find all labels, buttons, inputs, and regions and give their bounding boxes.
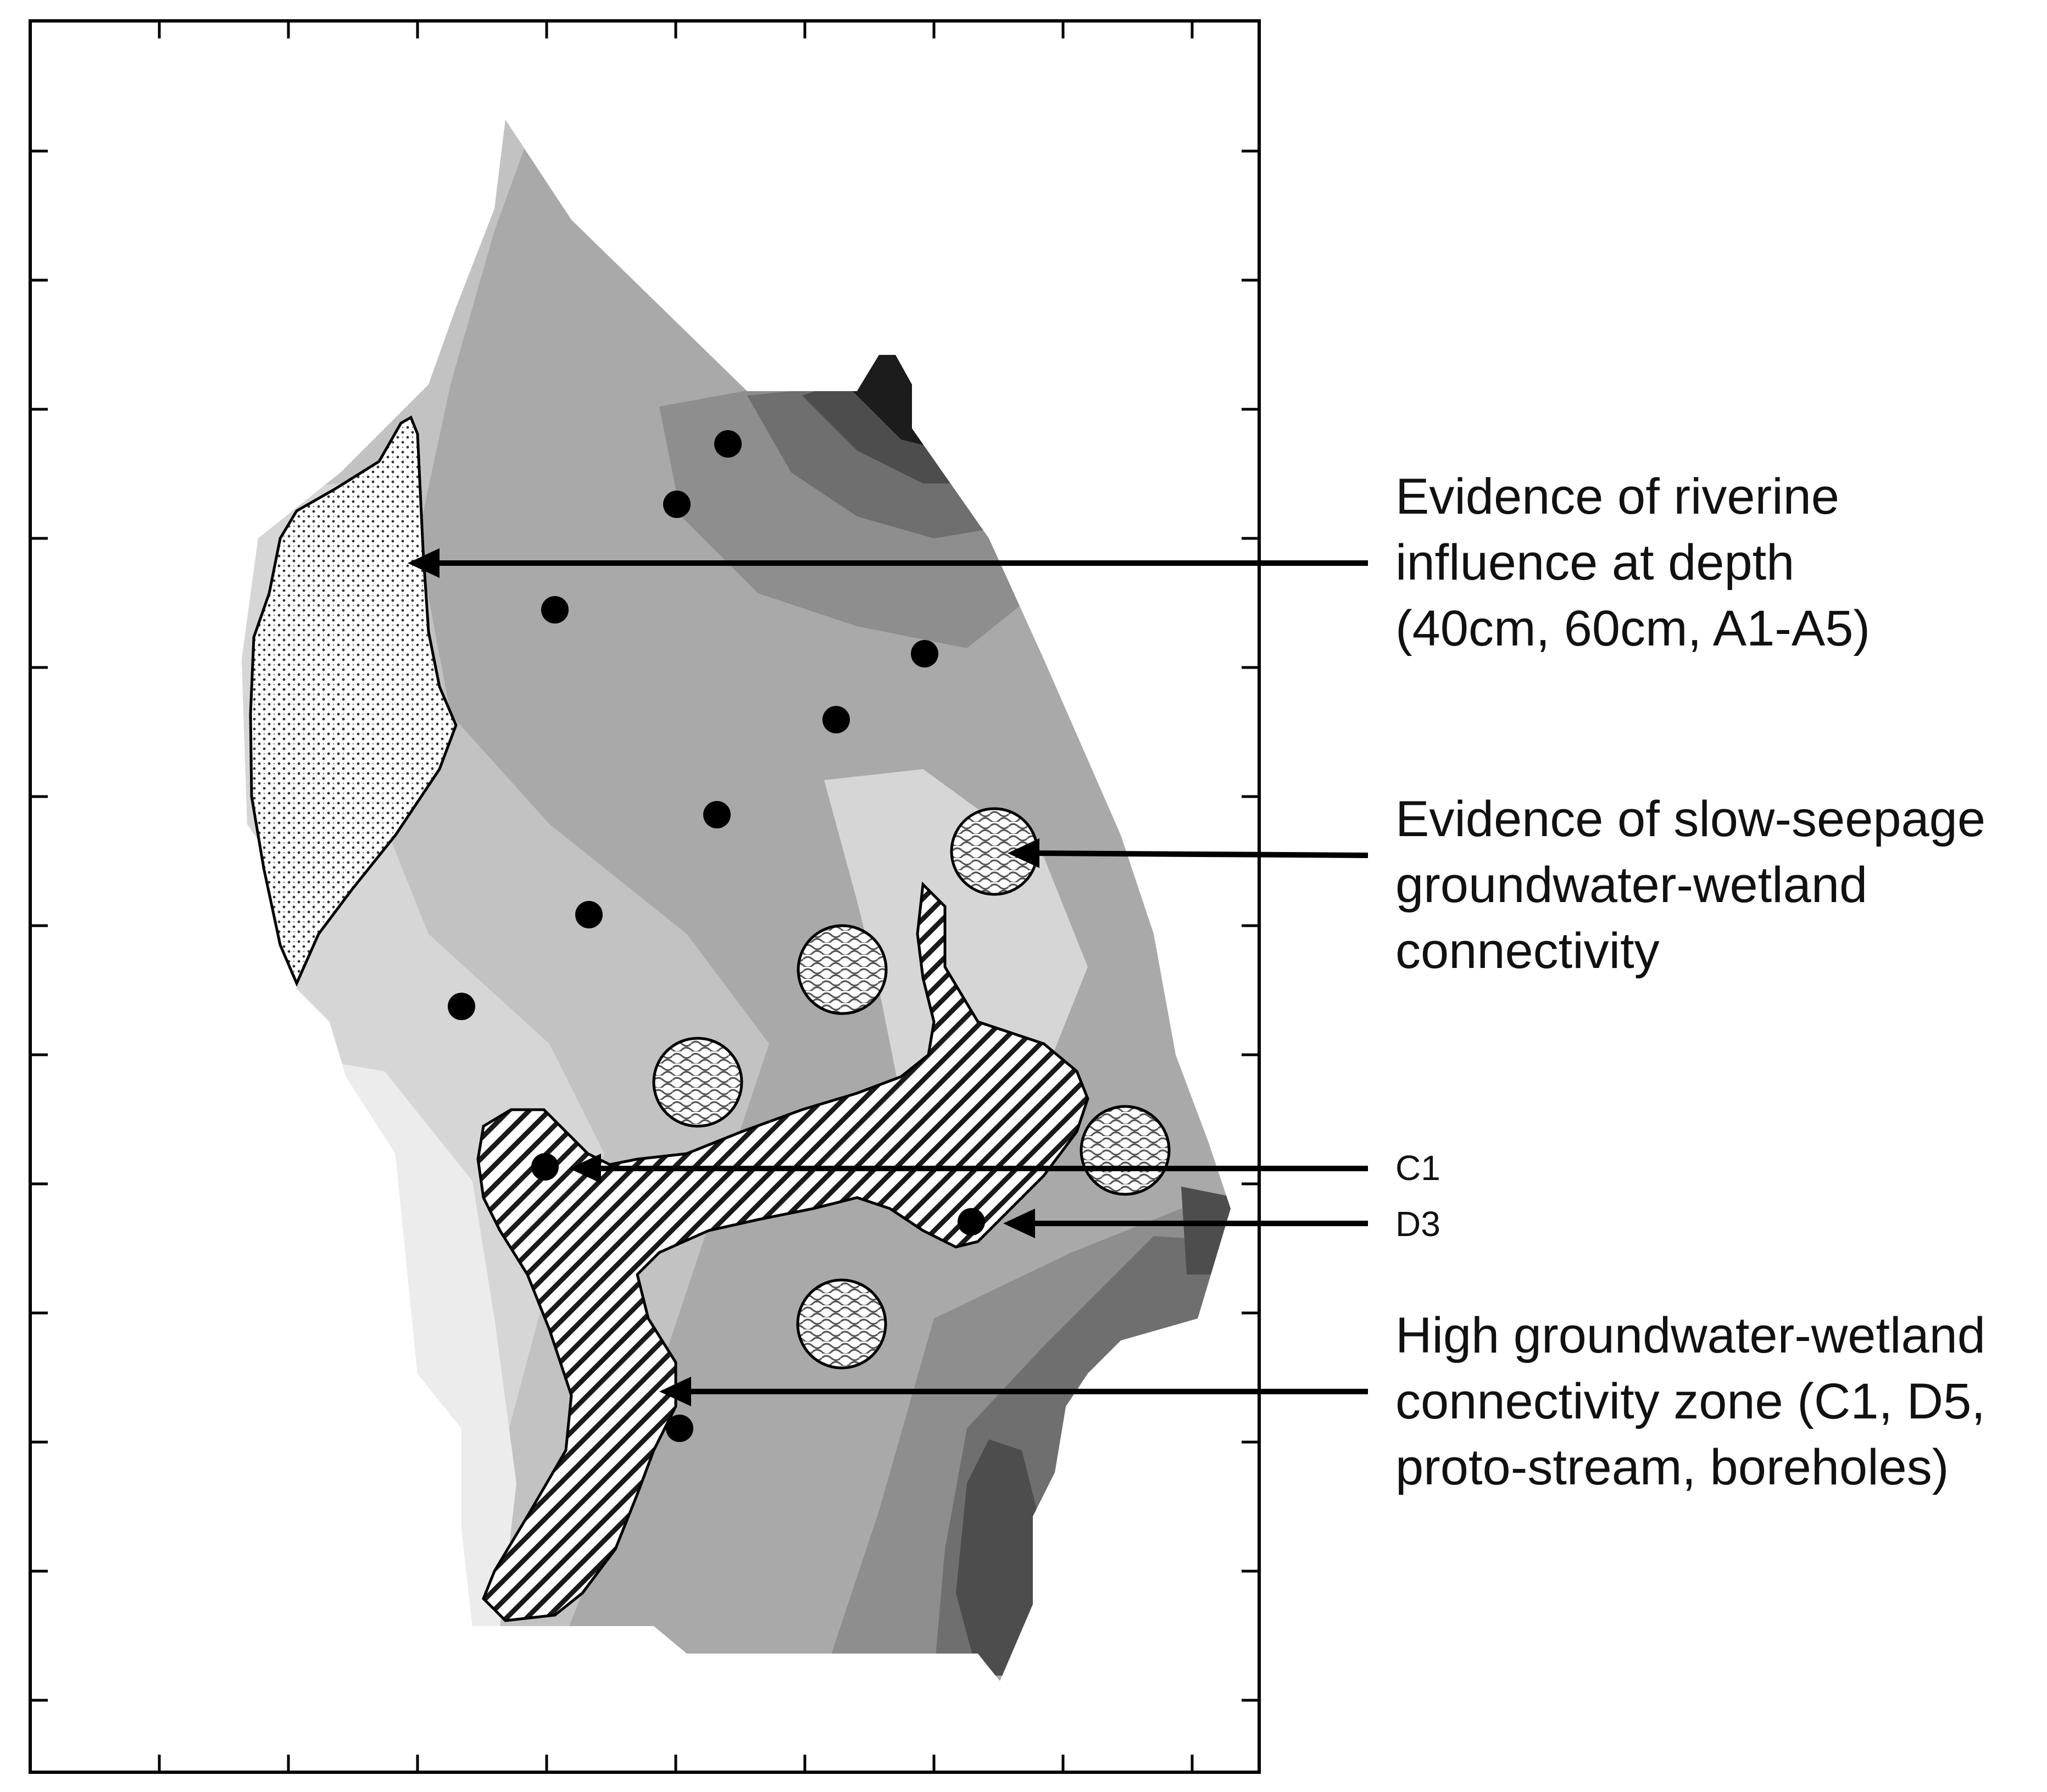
contour-band-darker-east: [1181, 1187, 1231, 1275]
sampling-point-icon: [666, 1415, 693, 1442]
seepage-label-line1: Evidence of slow-seepage: [1395, 791, 1985, 847]
arrowhead-riverine-icon: [408, 548, 440, 578]
c1-label: C1: [1395, 1148, 1440, 1188]
seepage-circle-icon: [1080, 1105, 1171, 1196]
seepage-circle-icon: [797, 924, 888, 1015]
sampling-point-d3-icon: [958, 1208, 985, 1236]
high-zone-label-line3: proto-stream, boreholes): [1395, 1439, 1949, 1495]
sampling-point-c1-icon: [531, 1153, 559, 1181]
arrowhead-c1-icon: [569, 1154, 601, 1183]
riverine-label-line2: influence at depth: [1395, 535, 1794, 591]
high-zone-label-line1: High groundwater-wetland: [1395, 1307, 1985, 1364]
sampling-point-icon: [822, 706, 850, 733]
riverine-zone-icon: [249, 415, 458, 987]
seepage-label-line3: connectivity: [1395, 923, 1660, 979]
riverine-label-line1: Evidence of riverine: [1395, 469, 1839, 525]
sampling-point-icon: [575, 901, 603, 928]
seepage-label-line2: groundwater-wetland: [1395, 857, 1867, 913]
arrowhead-seepage-icon: [1008, 838, 1039, 868]
sampling-points: [448, 430, 985, 1442]
sampling-point-icon: [448, 993, 475, 1020]
plot-frame: [29, 19, 1261, 1774]
seepage-circle-icon: [652, 1037, 743, 1128]
tick-marks: [30, 21, 1259, 1772]
arrowhead-high-zone-icon: [659, 1377, 691, 1406]
arrowhead-d3-icon: [1003, 1209, 1035, 1238]
annotation-arrows: [408, 548, 1369, 1406]
sampling-point-icon: [541, 596, 569, 624]
riverine-label-line3: (40cm, 60cm, A1-A5): [1395, 600, 1870, 656]
sampling-point-icon: [703, 801, 731, 828]
seepage-zones: [652, 807, 1171, 1370]
contour-map: [242, 120, 1231, 1681]
d3-label: D3: [1395, 1204, 1440, 1244]
arrow-seepage: [1032, 850, 1369, 858]
seepage-circle-icon: [796, 1278, 887, 1370]
annotation-labels: Evidence of riverine influence at depth …: [1395, 469, 1985, 1495]
contour-band-darker-se: [956, 1439, 1044, 1676]
sampling-point-icon: [911, 640, 938, 667]
high-zone-label-line2: connectivity zone (C1, D5,: [1395, 1373, 1985, 1429]
sampling-point-icon: [663, 491, 691, 518]
sampling-point-icon: [714, 430, 742, 458]
high-connectivity-zone-icon: [476, 881, 1089, 1622]
